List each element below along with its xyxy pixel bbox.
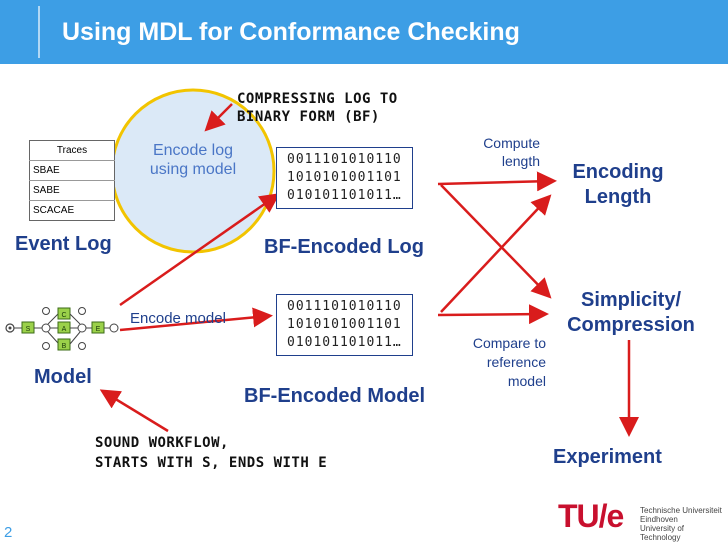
bf-model-bits-line: 0011101010110 (287, 299, 402, 314)
tue-logo-text: Technische Universiteit Eindhoven Univer… (640, 506, 723, 542)
tue-logo-line-1: Technische Universiteit (640, 506, 722, 515)
compress-annotation-line-2: binary form (BF) (237, 109, 380, 125)
trace-row: SCACAE (29, 200, 115, 221)
arrow-bf-model-to-simplicity (437, 304, 549, 325)
trace-row: SBAE (29, 160, 115, 181)
compute-length-line-1: Compute (483, 135, 540, 151)
arrow-annotation-to-model (99, 389, 169, 433)
tue-logo-line-3: University of Technology (640, 524, 685, 542)
bf-model-bits-line: 010101101011… (287, 335, 402, 350)
title-divider (38, 6, 40, 58)
compare-reference-label: Compare to reference model (450, 334, 546, 391)
event-log-label: Event Log (15, 233, 112, 255)
title-bar (0, 0, 728, 64)
slide-number: 2 (4, 524, 13, 541)
compress-annotation: Compressing log to binary form (BF) (237, 90, 398, 126)
arrow-model-to-bf-model (119, 307, 273, 332)
arrow-bf-log-to-simplicity (440, 184, 552, 299)
model-node-s: S (26, 326, 31, 333)
workflow-annotation: Sound workflow, starts with S, ends with… (95, 433, 327, 473)
tue-logo-mark: TU/e (558, 498, 624, 534)
simplicity-line-1: Simplicity/ (580, 289, 682, 311)
traces-header: Traces (56, 145, 88, 156)
bf-log-bits-line: 1010101001101 (287, 170, 402, 185)
bf-encoded-log-label: BF-Encoded Log (264, 236, 424, 258)
compare-line-3: model (507, 373, 546, 389)
workflow-annotation-line-2: starts with S, ends with E (95, 455, 328, 471)
compute-length-label: Compute length (466, 134, 540, 170)
slide-title: Using MDL for Conformance Checking (62, 18, 520, 46)
trace-row: SABE (29, 180, 115, 201)
encode-log-label-line-1: Encode log (152, 142, 234, 159)
encoding-length-line-2: Length (584, 186, 652, 208)
bf-encoded-model-box: 0011101010110 1010101001101 010101101011… (276, 294, 413, 356)
tue-logo-line-2: Eindhoven (640, 515, 678, 524)
bf-encoded-log-box: 0011101010110 1010101001101 010101101011… (276, 147, 413, 209)
tue-logo: TU/e Technische Universiteit Eindhoven U… (558, 496, 723, 542)
encode-model-label: Encode model (130, 310, 226, 327)
traces-table: Traces SBAE SABE SCACAE (29, 140, 115, 221)
process-model-diagram (5, 307, 119, 351)
arrow-annotation-to-circle (204, 103, 233, 132)
compress-annotation-line-1: Compressing log to (237, 91, 398, 107)
encode-log-label-line-2: using model (149, 161, 237, 178)
model-label: Model (34, 366, 92, 388)
arrow-model-to-bf-log (119, 193, 281, 307)
encode-log-label: Encode log using model (138, 141, 248, 179)
arrow-bf-log-to-encoding (437, 171, 557, 192)
experiment-label: Experiment (553, 446, 662, 468)
bf-log-bits-line: 010101101011… (287, 188, 402, 203)
model-node-e: E (96, 326, 101, 333)
simplicity-compression-label: Simplicity/ Compression (546, 288, 716, 338)
arrow-bf-model-to-encoding (440, 194, 552, 313)
bf-log-bits-line: 0011101010110 (287, 152, 402, 167)
encoding-length-label: Encoding Length (556, 160, 680, 210)
bf-encoded-model-label: BF-Encoded Model (244, 385, 426, 407)
model-node-a: A (62, 326, 67, 333)
compare-line-2: reference (486, 354, 546, 370)
compare-line-1: Compare to (472, 335, 546, 351)
model-node-b: B (62, 343, 67, 350)
workflow-annotation-line-1: Sound workflow, (95, 435, 229, 451)
bf-model-bits-line: 1010101001101 (287, 317, 402, 332)
simplicity-line-2: Compression (567, 314, 695, 336)
encoding-length-line-1: Encoding (572, 161, 664, 183)
model-node-c: C (61, 312, 66, 319)
compute-length-line-2: length (501, 153, 540, 169)
